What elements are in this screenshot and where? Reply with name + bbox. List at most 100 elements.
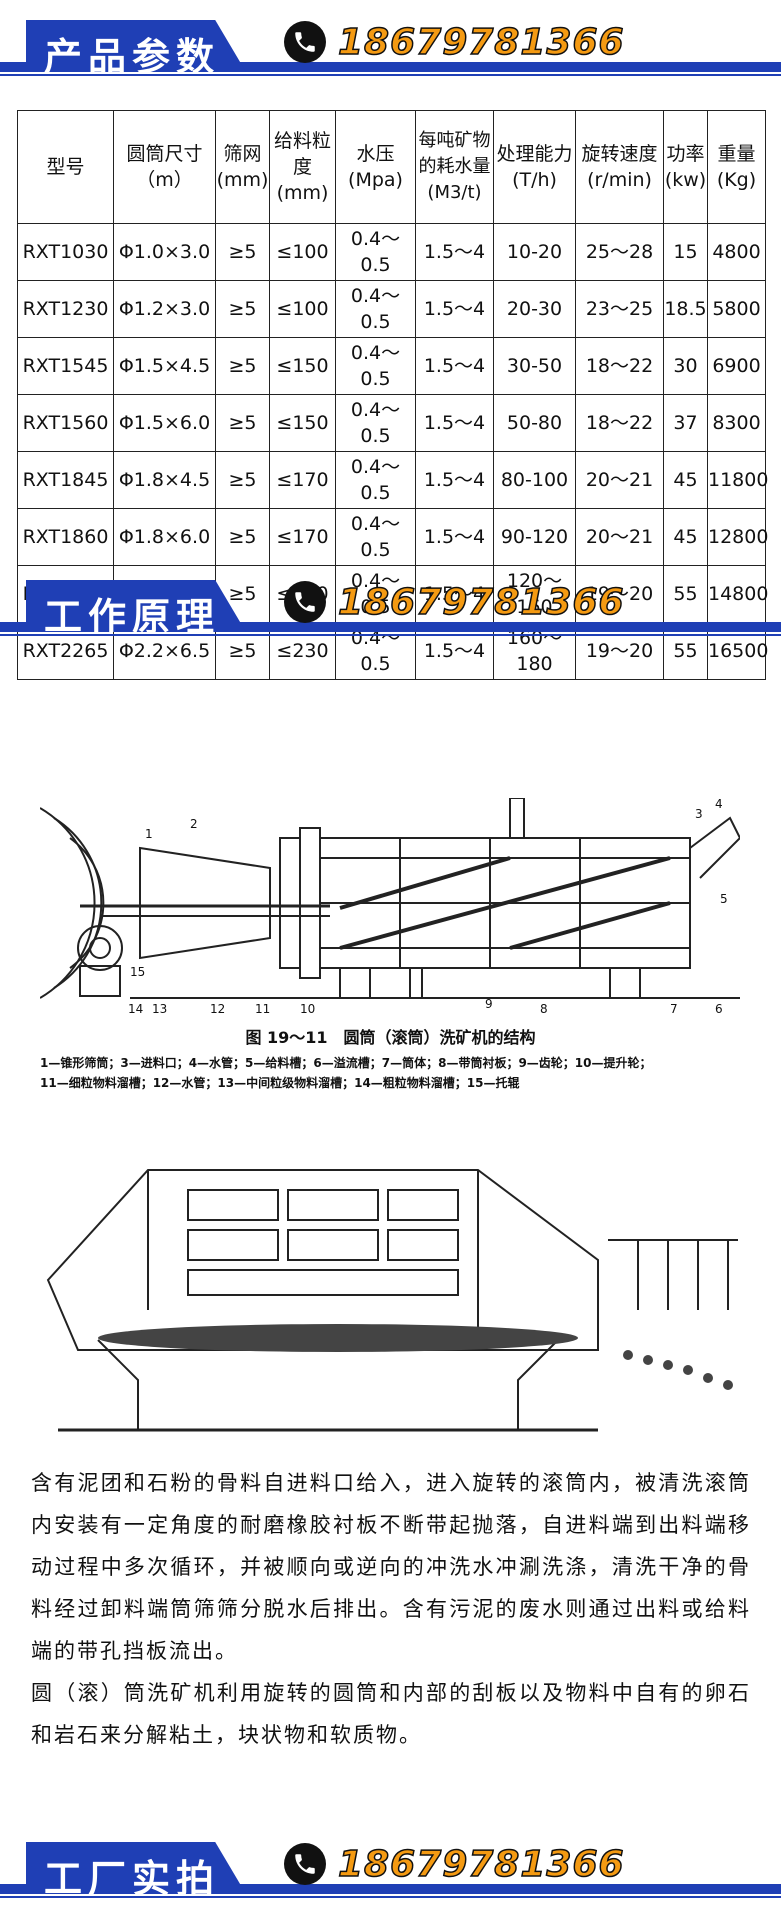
figure-caption: 图 19～11 圆筒（滚筒）洗矿机的结构	[245, 1028, 536, 1047]
cell-feed-size: ≤100	[269, 223, 336, 281]
label-5: 5	[720, 892, 728, 906]
cell-water-pressure: 0.4～0.5	[335, 223, 416, 281]
cell-rotation-speed: 18～22	[575, 337, 664, 395]
cell-screen: ≥5	[215, 337, 270, 395]
section-title-tab: 工厂实拍	[26, 1842, 246, 1894]
cell-water-pressure: 0.4～0.5	[335, 280, 416, 338]
header-feed-size: 给料粒度(mm)	[269, 110, 336, 224]
cell-water-consumption: 1.5～4	[415, 394, 494, 452]
cell-feed-size: ≤170	[269, 508, 336, 566]
section-banner-params: 产品参数 18679781366	[0, 18, 781, 80]
cell-capacity: 20-30	[493, 280, 576, 338]
label-6: 6	[715, 1002, 723, 1016]
cell-model: RXT1230	[17, 280, 114, 338]
cell-drum-size: Φ1.8×6.0	[113, 508, 216, 566]
section-title-tab: 工作原理	[26, 580, 246, 632]
cell-water-consumption: 1.5～4	[415, 451, 494, 509]
table-header-row: 型号 圆筒尺寸（m） 筛网(mm) 给料粒度(mm) 水压(Mpa) 每吨矿物的…	[17, 110, 766, 224]
cell-model: RXT1560	[17, 394, 114, 452]
cell-water-consumption: 1.5～4	[415, 565, 494, 623]
cell-rotation-speed: 19～20	[575, 565, 664, 623]
paragraph-2: 圆（滚）筒洗矿机利用旋转的圆筒和内部的刮板以及物料中自有的卵石和岩石来分解粘土，…	[31, 1681, 751, 1747]
cell-capacity: 80-100	[493, 451, 576, 509]
cell-capacity: 120～160	[493, 565, 576, 623]
figure-legend-line-2: 11—细粒物料溜槽；12—水管；13—中间粒级物料溜槽；14—粗粒物料溜槽；15…	[40, 1076, 520, 1090]
cell-rotation-speed: 18～22	[575, 394, 664, 452]
phone-contact[interactable]: 18679781366	[284, 1842, 625, 1886]
cell-water-pressure: 0.4～0.5	[335, 394, 416, 452]
cell-rotation-speed: 25～28	[575, 223, 664, 281]
phone-icon	[284, 581, 326, 623]
paragraph-1: 含有泥团和石粉的骨料自进料口给入，进入旋转的滚筒内，被清洗滚筒内安装有一定角度的…	[31, 1471, 751, 1663]
cell-drum-size: Φ1.5×4.5	[113, 337, 216, 395]
header-screen: 筛网(mm)	[215, 110, 270, 224]
label-15: 15	[130, 965, 145, 979]
cell-water-consumption: 1.5～4	[415, 223, 494, 281]
cell-capacity: 90-120	[493, 508, 576, 566]
cell-power: 18.5	[663, 280, 708, 338]
cell-model: RXT1030	[17, 223, 114, 281]
cell-weight: 14800	[707, 565, 768, 623]
cell-drum-size: Φ1.0×3.0	[113, 223, 216, 281]
cell-screen: ≥5	[215, 223, 270, 281]
washer-structure-diagram: 1 2 3 4 5 6 7 8 9 10 11 12 13 14 15	[40, 798, 740, 1016]
cell-weight: 8300	[707, 394, 766, 452]
cell-power: 45	[663, 508, 708, 566]
section-title-tab: 产品参数	[26, 20, 246, 72]
label-8: 8	[540, 1002, 548, 1016]
label-13: 13	[152, 1002, 167, 1016]
cell-water-consumption: 1.5～4	[415, 508, 494, 566]
header-rotation-speed: 旋转速度(r/min)	[575, 110, 664, 224]
label-2: 2	[190, 817, 198, 831]
cell-water-pressure: 0.4～0.5	[335, 451, 416, 509]
cell-rotation-speed: 20～21	[575, 508, 664, 566]
cell-weight: 11800	[707, 451, 768, 509]
cell-feed-size: ≤150	[269, 394, 336, 452]
phone-icon	[284, 1843, 326, 1885]
section-banner-factory: 工厂实拍 18679781366	[0, 1840, 781, 1902]
cell-model: RXT1545	[17, 337, 114, 395]
figure-legend-line-1: 1—锥形筛筒；3—进料口；4—水管；5—给料槽；6—溢流槽；7—筒体；8—带筒衬…	[40, 1056, 652, 1070]
section-title: 工厂实拍	[44, 1857, 221, 1901]
header-model: 型号	[17, 110, 114, 224]
phone-number: 18679781366	[337, 21, 625, 64]
label-9: 9	[485, 997, 493, 1011]
label-12: 12	[210, 1002, 225, 1016]
phone-number: 18679781366	[337, 1843, 625, 1886]
cell-power: 45	[663, 451, 708, 509]
cell-weight: 5800	[707, 280, 766, 338]
label-1: 1	[145, 827, 153, 841]
phone-contact[interactable]: 18679781366	[284, 580, 625, 624]
cell-weight: 4800	[707, 223, 766, 281]
section-banner-principle: 工作原理 18679781366	[0, 578, 781, 640]
cell-power: 30	[663, 337, 708, 395]
cell-weight: 12800	[707, 508, 768, 566]
cell-capacity: 10-20	[493, 223, 576, 281]
cell-feed-size: ≤100	[269, 280, 336, 338]
cell-capacity: 30-50	[493, 337, 576, 395]
cell-screen: ≥5	[215, 280, 270, 338]
cell-model: RXT1845	[17, 451, 114, 509]
cell-water-pressure: 0.4～0.5	[335, 337, 416, 395]
phone-icon	[284, 21, 326, 63]
cell-model: RXT1860	[17, 508, 114, 566]
header-capacity: 处理能力(T/h)	[493, 110, 576, 224]
cell-drum-size: Φ1.8×4.5	[113, 451, 216, 509]
label-14: 14	[128, 1002, 143, 1016]
cell-water-pressure: 0.4～0.5	[335, 508, 416, 566]
cell-screen: ≥5	[215, 508, 270, 566]
cell-feed-size: ≤170	[269, 451, 336, 509]
header-water-consumption: 每吨矿物的耗水量(M3/t)	[415, 110, 494, 224]
section-title: 工作原理	[44, 595, 221, 639]
phone-contact[interactable]: 18679781366	[284, 20, 625, 64]
label-10: 10	[300, 1002, 315, 1016]
washer-cutaway-illustration	[46, 1169, 738, 1432]
label-4: 4	[715, 798, 723, 811]
label-11: 11	[255, 1002, 270, 1016]
cell-screen: ≥5	[215, 394, 270, 452]
working-principle-text: 含有泥团和石粉的骨料自进料口给入，进入旋转的滚筒内，被清洗滚筒内安装有一定角度的…	[31, 1462, 751, 1756]
cell-drum-size: Φ1.2×3.0	[113, 280, 216, 338]
